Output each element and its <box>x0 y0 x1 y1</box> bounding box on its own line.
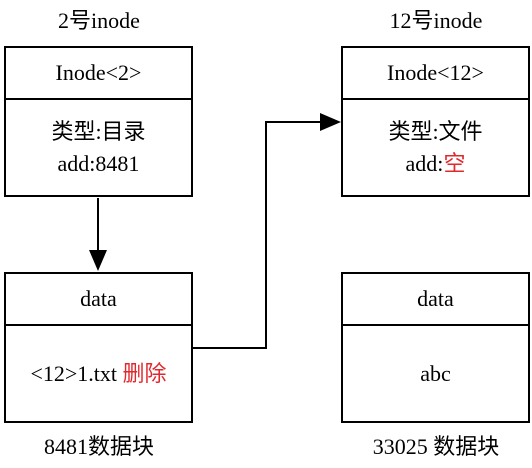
left-data-header: data <box>6 274 191 326</box>
right-data-content: abc <box>420 360 451 386</box>
left-inode-body: 类型:目录 add:8481 <box>6 100 191 195</box>
right-inode-address-prefix: add: <box>405 150 444 176</box>
left-data-caption: 8481数据块 <box>43 434 154 459</box>
left-inode-caption: 2号inode <box>58 8 140 33</box>
left-inode-type: 类型:目录 <box>51 118 146 144</box>
inode-to-data-arrowhead <box>89 250 107 271</box>
entry-to-inode-arrow <box>193 121 330 349</box>
right-data-caption: 33025 数据块 <box>372 434 500 459</box>
right-inode-caption: 12号inode <box>389 8 483 33</box>
right-inode-type: 类型:文件 <box>388 118 483 144</box>
right-inode-box: Inode<12> 类型:文件 add:空 <box>341 46 530 197</box>
entry-to-inode-arrowhead <box>320 113 341 131</box>
right-data-header: data <box>343 274 528 326</box>
right-inode-address-value: 空 <box>443 150 466 176</box>
left-data-entry-name: <12>1.txt <box>30 360 118 386</box>
right-inode-address: add:空 <box>406 148 466 180</box>
right-data-body: abc <box>343 326 528 421</box>
left-inode-box: Inode<2> 类型:目录 add:8481 <box>4 46 193 197</box>
left-data-box: data <12>1.txt 删除 <box>4 272 193 423</box>
right-inode-header: Inode<12> <box>343 48 528 100</box>
left-inode-address: add:8481 <box>57 150 140 176</box>
right-data-box: data abc <box>341 272 530 423</box>
left-inode-header: Inode<2> <box>6 48 191 100</box>
left-data-entry-status: 删除 <box>122 360 167 386</box>
right-inode-body: 类型:文件 add:空 <box>343 100 528 195</box>
left-data-entry: <12>1.txt 删除 <box>30 358 166 390</box>
left-data-body: <12>1.txt 删除 <box>6 326 191 421</box>
